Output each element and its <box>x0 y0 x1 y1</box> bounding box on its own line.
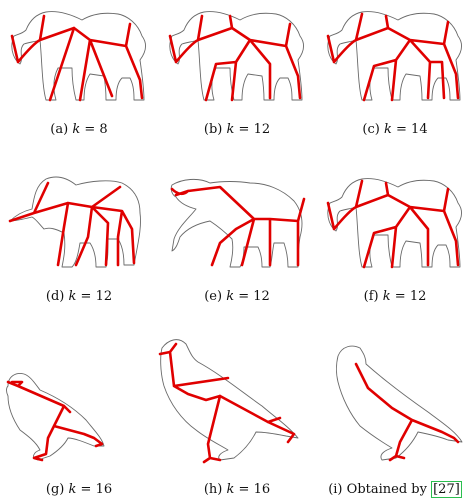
k-value: 12 <box>253 289 270 304</box>
k-symbol: k <box>226 482 235 497</box>
bird-outline <box>160 339 299 461</box>
panel-g: (g) k = 16 <box>0 334 158 501</box>
caption-i: (i) Obtained by [27] <box>316 481 474 498</box>
k-symbol: k <box>226 289 235 304</box>
k-symbol: k <box>226 122 235 137</box>
panel-e: (e) k = 12 <box>158 167 316 334</box>
k-value: 12 <box>95 289 113 304</box>
k-symbol: k <box>68 289 77 304</box>
caption-h: (h) k = 16 <box>203 482 271 497</box>
caption-label: (i) <box>328 482 343 497</box>
elephant-skeleton <box>8 181 136 267</box>
caption-g: (g) k = 16 <box>45 482 113 497</box>
elephant-figure-d <box>8 176 141 268</box>
caption-label: (c) <box>362 122 380 137</box>
elephant-figure-c <box>326 11 463 102</box>
elephant-skeleton <box>10 14 144 102</box>
caption-label: (g) <box>45 482 65 497</box>
elephant-skeleton <box>326 179 460 269</box>
bird-figure-h <box>158 339 299 464</box>
caption-b: (b) k = 12 <box>203 122 271 137</box>
panel-a: (a) k = 8 <box>0 0 158 167</box>
caption-a: (a) k = 8 <box>50 122 108 137</box>
caption-label: (f) <box>363 289 379 304</box>
bird-figure-i <box>336 345 463 462</box>
caption-label: (d) <box>45 289 65 304</box>
caption-e: (e) k = 12 <box>204 289 270 304</box>
k-value: 16 <box>95 482 113 497</box>
caption-text: Obtained by <box>346 482 427 497</box>
caption-label: (e) <box>204 289 223 304</box>
elephant-outline <box>170 178 303 268</box>
k-value: 14 <box>411 122 428 137</box>
bird-skeleton <box>158 342 296 464</box>
caption-label: (a) <box>50 122 69 137</box>
panel-c: (c) k = 14 <box>316 0 474 167</box>
elephant-figure-f <box>326 178 463 269</box>
elephant-outline <box>11 11 147 101</box>
elephant-skeleton <box>168 14 302 102</box>
bird-skeleton <box>354 362 460 462</box>
elephant-skeleton <box>326 12 460 102</box>
k-symbol: k <box>72 122 81 137</box>
bird-skeleton <box>6 380 104 462</box>
k-value: 16 <box>253 482 271 497</box>
elephant-skeleton <box>170 185 306 267</box>
k-symbol: k <box>382 289 391 304</box>
elephant-figure-a <box>10 11 147 102</box>
panel-i: (i) Obtained by [27] <box>316 334 474 501</box>
caption-f: (f) k = 12 <box>363 289 427 304</box>
k-value: 12 <box>409 289 427 304</box>
caption-label: (b) <box>203 122 223 137</box>
k-symbol: k <box>68 482 77 497</box>
citation-link[interactable]: [27] <box>431 481 462 498</box>
elephant-outline <box>327 11 463 101</box>
bird-outline <box>6 373 105 461</box>
panel-h: (h) k = 16 <box>158 334 316 501</box>
bird-figure-g <box>6 373 105 462</box>
caption-d: (d) k = 12 <box>45 289 113 304</box>
k-symbol: k <box>383 122 392 137</box>
elephant-figure-b <box>168 11 305 102</box>
caption-label: (h) <box>203 482 223 497</box>
bird-outline <box>336 345 463 461</box>
elephant-outline <box>169 11 305 101</box>
k-value: 8 <box>99 122 108 137</box>
elephant-figure-e <box>170 178 306 268</box>
panel-b: (b) k = 12 <box>158 0 316 167</box>
elephant-outline <box>327 178 463 268</box>
panel-d: (d) k = 12 <box>0 167 158 334</box>
panel-f: (f) k = 12 <box>316 167 474 334</box>
k-value: 12 <box>253 122 271 137</box>
caption-c: (c) k = 14 <box>362 122 428 137</box>
